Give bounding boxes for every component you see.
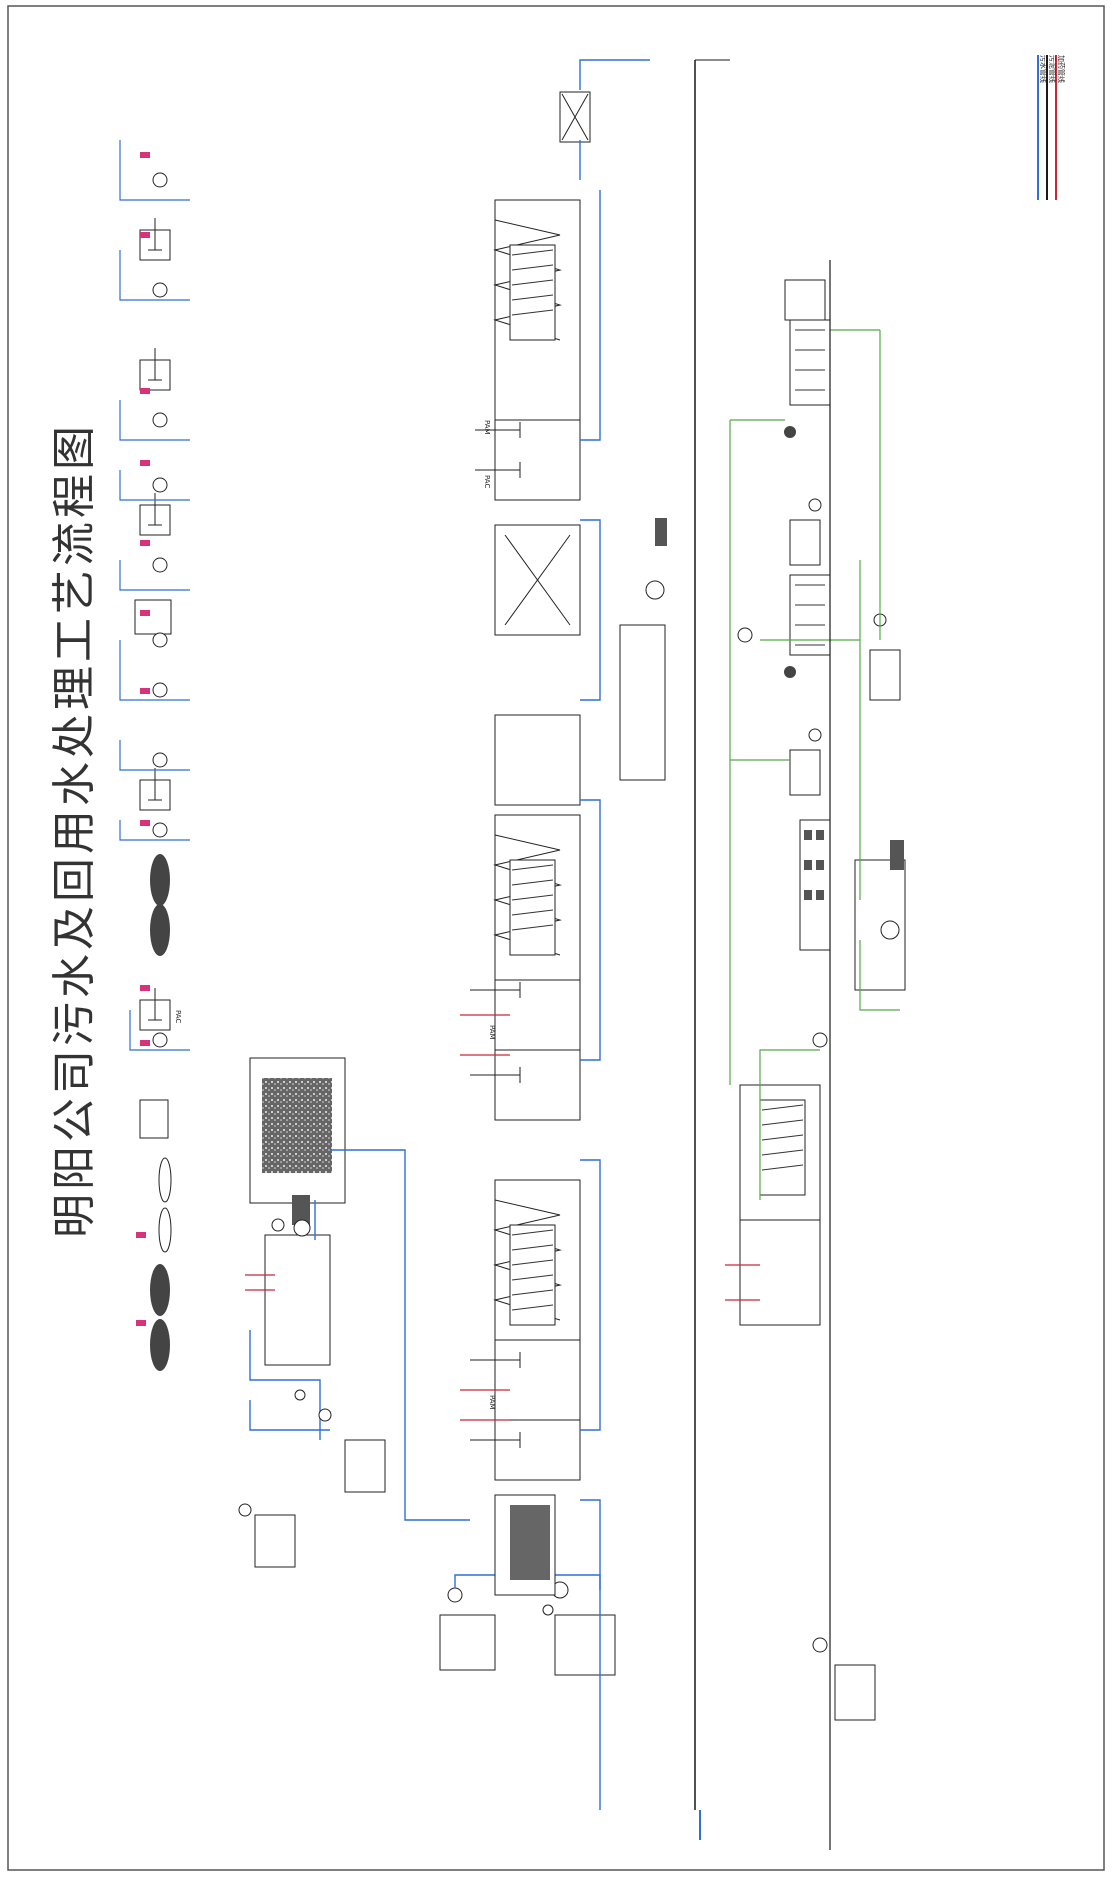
uf-skid <box>789 574 831 656</box>
reactor-3-mixers <box>475 422 521 478</box>
sludge-clarifier <box>619 624 666 781</box>
reuse-inlet-tank <box>834 1664 876 1721</box>
equalization-tank <box>554 1614 616 1676</box>
raw-water-tank <box>439 1614 496 1671</box>
dosing-drum-2 <box>150 904 170 956</box>
reactor-2-pam-label: PAM <box>488 1025 496 1040</box>
filter-media-texture <box>262 1078 332 1173</box>
pump-tags <box>136 152 150 1326</box>
sludge-blower <box>294 1389 306 1401</box>
sheet-border <box>7 5 1105 1871</box>
screw-press <box>292 1195 310 1225</box>
mbbr-cross <box>504 534 571 626</box>
reactor-2-mixers <box>470 982 521 1083</box>
dosing-tank-pac: PAC <box>139 988 182 1031</box>
dosing-feed-lines <box>119 140 190 1051</box>
sludge-thickener <box>264 1234 331 1366</box>
sludge-pump-4 <box>238 1503 252 1517</box>
dosing-drum-4 <box>158 1207 172 1253</box>
uf-skid-detail <box>795 584 825 646</box>
sludge-tank-b <box>254 1514 296 1568</box>
reactor-2-tubes <box>509 859 556 956</box>
clarifier-screw <box>655 518 667 546</box>
dosing-tank-5 <box>139 768 171 811</box>
reactor-2-dosing <box>460 1014 510 1056</box>
legend-label-water: 污水管线 <box>1039 55 1048 83</box>
sludge-pump-3 <box>318 1408 332 1422</box>
main-flow-line <box>580 190 601 1590</box>
thickener-dosing <box>245 1274 275 1291</box>
pac-label: PAC <box>174 1010 182 1023</box>
clarifier-pump <box>645 580 665 600</box>
membrane-rack <box>799 819 831 951</box>
uv-unit-2 <box>784 666 796 678</box>
dosing-tank-3 <box>139 493 171 536</box>
dosing-pumps <box>152 172 168 1048</box>
reactor-1-pam-label: PAM <box>488 1395 496 1410</box>
legend-label-sludge: 污泥管线 <box>1048 55 1057 83</box>
sludge-tank-a <box>344 1439 386 1493</box>
lift-pump-1 <box>447 1587 463 1603</box>
sludge-water-lines <box>249 1149 470 1521</box>
dosing-tank-1 <box>139 218 171 261</box>
legend-label-dosing: 加药管线 <box>1057 55 1066 83</box>
clarifier-section <box>619 518 667 781</box>
sludge-pump-1 <box>293 1219 311 1237</box>
uv-unit-1 <box>784 426 796 438</box>
reactor-3-pac-label: PAC <box>483 475 491 488</box>
sludge-pump-2 <box>271 1218 285 1232</box>
reactor-3-tubes <box>509 244 556 341</box>
reactor-3-hatch <box>511 249 554 316</box>
sand-filter-media <box>510 1505 550 1580</box>
reuse-pump-3 <box>880 920 900 940</box>
legend: 污水管线 污泥管线 加药管线 <box>1037 55 1066 200</box>
dosing-drum-5 <box>150 1264 170 1316</box>
reuse-buffer-2 <box>789 519 821 566</box>
reuse-pump-5 <box>808 498 822 512</box>
dosing-drum-1 <box>150 854 170 906</box>
reactor-3-pam-label: PAM <box>483 420 491 435</box>
dosing-tank-2 <box>139 348 171 391</box>
treatment-train: PAM PAM <box>439 59 650 1676</box>
sludge-section <box>238 1057 470 1568</box>
reuse-pump-2 <box>812 1032 828 1048</box>
reuse-pump-1 <box>812 1637 828 1653</box>
reactor-1-tubes <box>509 1224 556 1326</box>
ro-skid-detail <box>795 329 825 391</box>
dosing-tank-4 <box>134 599 172 635</box>
ro-skid <box>789 319 831 406</box>
reuse-pump-6 <box>808 728 822 742</box>
reactor-1-dosing <box>460 1389 510 1421</box>
lift-pump-3 <box>542 1604 554 1616</box>
product-tank <box>784 279 826 321</box>
reuse-dosing <box>725 1264 760 1301</box>
reuse-hatch <box>761 1104 804 1171</box>
reuse-tubes <box>759 1099 806 1196</box>
reactor-2-hatch <box>511 864 554 931</box>
reuse-buffer-1 <box>789 749 821 796</box>
outlet-line <box>579 59 650 180</box>
reuse-green-lines <box>729 329 900 1200</box>
dosing-drum-3 <box>158 1157 172 1203</box>
dosing-vessel-a <box>139 1099 169 1139</box>
reuse-pump-4 <box>737 627 753 643</box>
main-pipeline <box>694 59 730 1840</box>
reuse-train <box>725 260 906 1850</box>
dosing-drum-6 <box>150 1319 170 1371</box>
reactor-1-hatch <box>511 1229 554 1311</box>
chemical-tank <box>869 649 901 701</box>
reactor-1-mixers <box>470 1352 521 1448</box>
intermediate-tank <box>494 714 581 806</box>
reuse-screw <box>890 840 904 870</box>
dosing-row: PAC <box>119 140 190 1371</box>
membrane-modules <box>804 830 824 900</box>
